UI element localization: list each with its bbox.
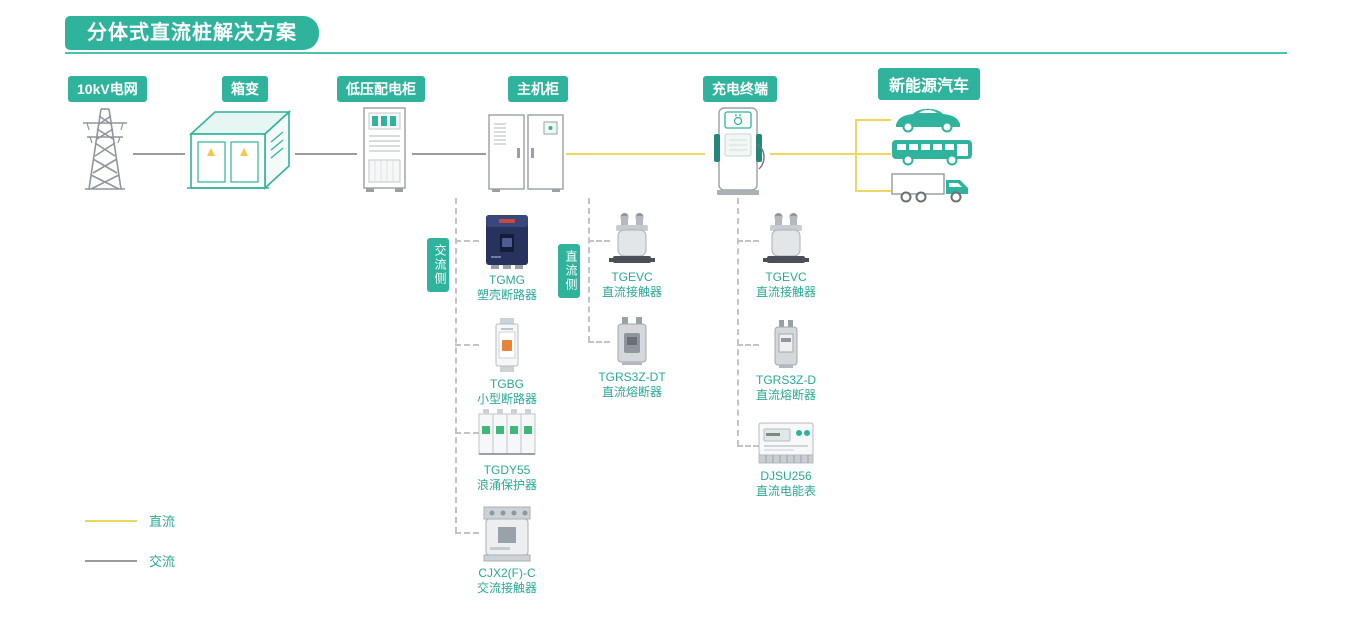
component-name: 交流接触器 — [476, 581, 537, 595]
component-tgrs3zdt: TGRS3Z-DT 直流熔断器 — [577, 315, 687, 400]
component-model: TGEVC — [765, 270, 807, 284]
dc-stub-car — [855, 119, 891, 121]
tgmg-icon — [486, 215, 528, 269]
legend-dc-label: 直流 — [149, 514, 176, 529]
page-title: 分体式直流桩解决方案 — [65, 16, 319, 50]
legend-ac-label: 交流 — [149, 554, 176, 569]
legend-ac-line — [85, 559, 137, 562]
tgrs3z-dt-icon — [617, 317, 647, 365]
stage-badge-grid: 10kV电网 — [68, 76, 147, 102]
component-model: TGBG — [489, 377, 524, 391]
car-icon — [896, 108, 960, 133]
ac-line-lv-main — [412, 153, 486, 155]
charging-terminal-icon — [714, 107, 765, 195]
stage-badge-transformer: 箱变 — [222, 76, 268, 102]
main-cabinet-icon — [488, 114, 564, 192]
dc-stub-truck — [855, 190, 891, 192]
ac-line-transformer-lv — [295, 153, 357, 155]
component-name: 浪涌保护器 — [476, 478, 537, 492]
legend-dc-line — [85, 519, 137, 522]
component-model: TGMG — [489, 273, 525, 287]
component-tgrs3zd: TGRS3Z-D 直流熔断器 — [731, 318, 841, 403]
component-name: 直流接触器 — [755, 285, 816, 299]
component-model: TGRS3Z-D — [756, 373, 816, 387]
component-cjx2: CJX2(F)-C 交流接触器 — [452, 503, 562, 596]
branch-stub-djsu256 — [737, 445, 759, 447]
branch-stub-tgevc-term — [737, 240, 759, 242]
dc-line-terminal-vehicles — [770, 153, 856, 155]
branch-stub-tgmg — [455, 240, 479, 242]
tgbg-icon — [495, 318, 519, 372]
component-tgbg: TGBG 小型断路器 — [452, 316, 562, 407]
side-label-dc: 直流侧 — [558, 244, 580, 298]
branch-stub-tgdy55 — [455, 432, 479, 434]
component-name: 直流熔断器 — [755, 388, 816, 402]
legend-item-dc: 直流 — [85, 511, 175, 530]
side-label-ac: 交流侧 — [427, 238, 449, 292]
component-tgmg: TGMG 塑壳断路器 — [452, 212, 562, 303]
branch-stub-tgevc-main — [588, 240, 610, 242]
component-model: CJX2(F)-C — [478, 566, 536, 580]
branch-line-main-dc — [588, 198, 590, 342]
stage-badge-main-cabinet: 主机柜 — [508, 76, 568, 102]
component-model: TGRS3Z-DT — [598, 370, 666, 384]
box-transformer-icon — [187, 110, 292, 190]
branch-stub-tgrs3zdt — [588, 341, 610, 343]
branch-line-terminal-dc — [737, 198, 739, 446]
branch-stub-tgbg — [455, 344, 479, 346]
component-model: TGDY55 — [483, 463, 531, 477]
component-name: 直流接触器 — [601, 285, 662, 299]
bus-icon — [892, 140, 972, 166]
lv-cabinet-icon — [363, 107, 406, 192]
dc-line-main-terminal — [566, 153, 705, 155]
stage-badge-terminal: 充电终端 — [703, 76, 777, 102]
tgevc-icon — [609, 213, 655, 263]
tgevc-icon — [763, 213, 809, 263]
component-tgdy55: TGDY55 浪涌保护器 — [452, 406, 562, 493]
power-tower-icon — [83, 108, 127, 190]
djsu256-icon — [758, 422, 814, 464]
stage-badge-ev: 新能源汽车 — [878, 68, 981, 100]
dc-line-vehicle-branch — [855, 119, 857, 192]
branch-line-main-ac — [455, 198, 457, 533]
legend-item-ac: 交流 — [85, 551, 175, 570]
truck-icon — [891, 173, 968, 203]
branch-stub-tgrs3zd — [737, 344, 759, 346]
component-model: TGEVC — [611, 270, 653, 284]
ac-line-grid-transformer — [133, 153, 185, 155]
cjx2-icon — [483, 506, 531, 562]
component-djsu256: DJSU256 直流电能表 — [731, 420, 841, 499]
tgrs3z-d-icon — [774, 320, 798, 368]
stage-badge-lv-cabinet: 低压配电柜 — [337, 76, 425, 102]
tgdy55-icon — [478, 409, 536, 455]
component-tgevc-main: TGEVC 直流接触器 — [577, 212, 687, 300]
component-name: 塑壳断路器 — [476, 288, 537, 302]
component-tgevc-terminal: TGEVC 直流接触器 — [731, 212, 841, 300]
dc-stub-bus — [855, 153, 891, 155]
component-name: 直流电能表 — [755, 484, 816, 498]
branch-stub-cjx2 — [455, 532, 479, 534]
component-name: 小型断路器 — [476, 392, 537, 406]
component-name: 直流熔断器 — [601, 385, 662, 399]
component-model: DJSU256 — [760, 469, 812, 483]
title-underline — [65, 52, 1287, 54]
